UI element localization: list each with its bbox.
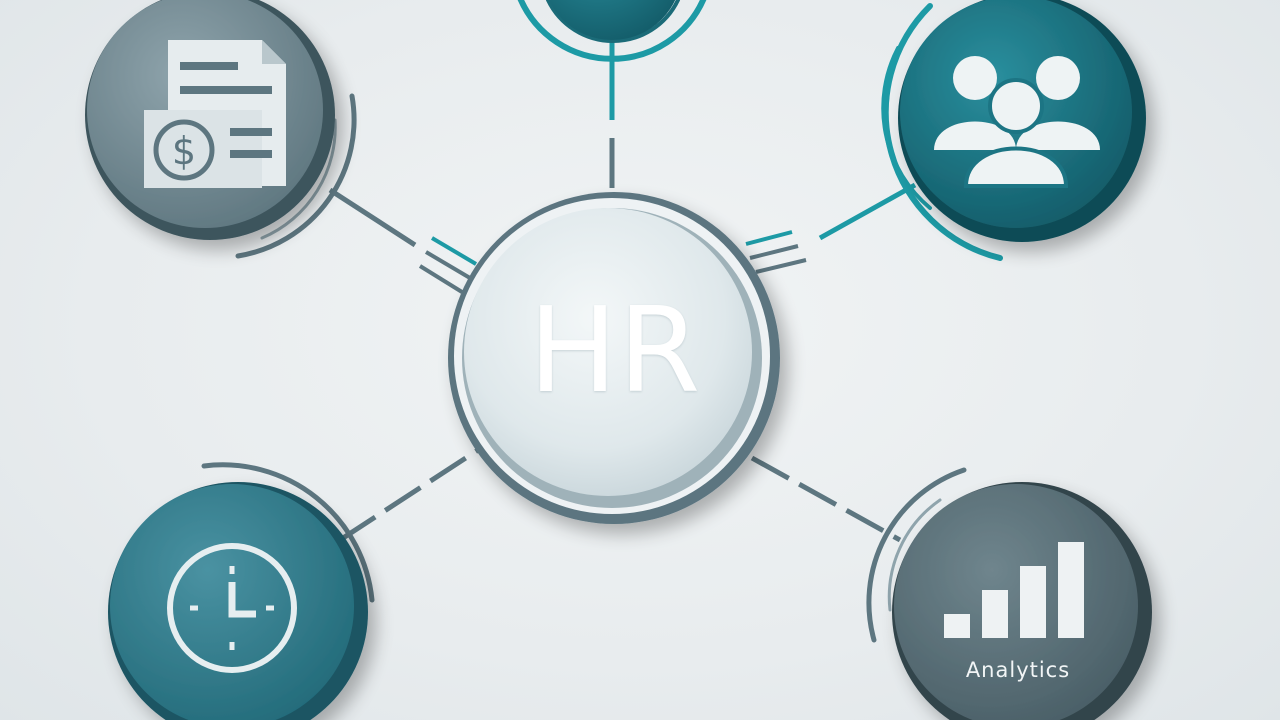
connector-lower-left (338, 447, 480, 543)
svg-text:$: $ (172, 129, 196, 173)
clock-orbit-arc (201, 462, 375, 603)
connector-lines (328, 10, 917, 543)
connector-upper-left (328, 187, 417, 248)
payroll-document-dollar-icon: $ (144, 40, 286, 188)
analytics-orbit-arc (866, 467, 967, 643)
connector-upper-left-tick-3 (418, 264, 464, 294)
connector-upper-right (818, 182, 917, 241)
payroll-node[interactable]: $ (85, 0, 335, 240)
recruitment-node[interactable] (542, 0, 682, 40)
recruitment-orbit-arc (517, 0, 707, 62)
employees-node[interactable] (898, 0, 1146, 242)
recruitment-orbit-arc-inner (546, 0, 680, 43)
hr-hub-label: HR (528, 281, 702, 419)
connector-lower-right (750, 455, 902, 543)
orbit-arcs (201, 0, 1003, 643)
bar-chart-icon (944, 542, 1084, 638)
payroll-orbit-arc (235, 93, 357, 259)
connector-upper-right-tick-2 (749, 244, 799, 260)
connector-upper-left-tick-1 (430, 236, 478, 266)
time-tracking-node[interactable] (108, 482, 368, 720)
payroll-orbit-arc-inner (260, 118, 337, 240)
connector-upper-right-tick-1 (745, 230, 793, 246)
connector-upper-left-tick-2 (424, 250, 472, 280)
people-group-icon (934, 56, 1100, 188)
employees-orbit-arc-inner (881, 46, 932, 210)
hr-hub-circle (464, 208, 752, 496)
analytics-orbit-arc-inner (887, 498, 942, 612)
analytics-node-circle (894, 484, 1138, 720)
connector-upper-right-tick-3 (755, 258, 807, 274)
recruitment-node-circle (548, 0, 676, 40)
analytics-node[interactable] (892, 482, 1152, 720)
hr-hub-node[interactable] (448, 192, 780, 524)
analytics-node-label: Analytics (965, 658, 1071, 682)
clock-icon (167, 543, 297, 673)
